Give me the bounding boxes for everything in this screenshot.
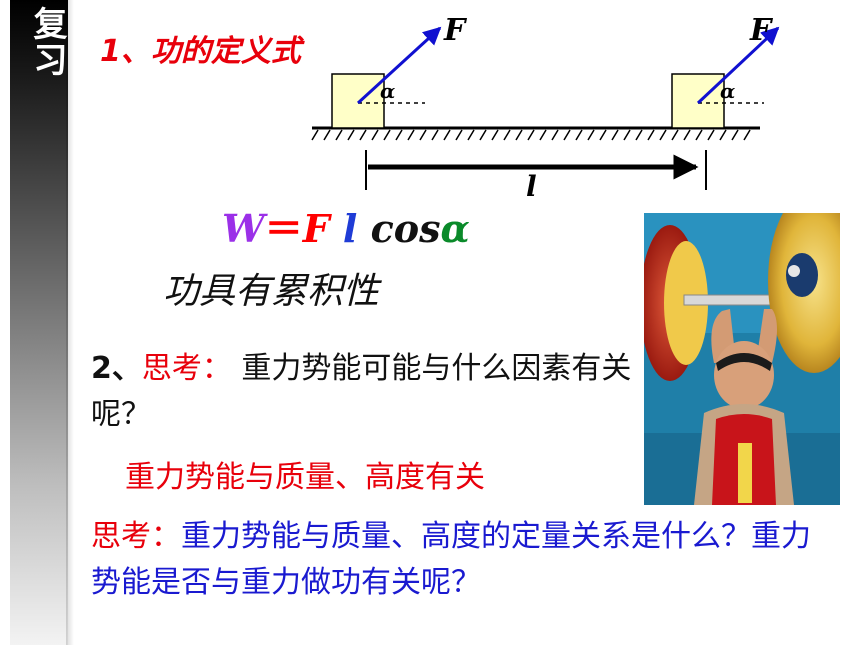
ground-hatching <box>311 129 751 141</box>
work-formula: W＝F l cosα <box>222 198 470 253</box>
formula-alpha: α <box>440 206 470 251</box>
formula-cos: cos <box>370 206 441 251</box>
sidebar-label: 复习 <box>27 6 67 78</box>
question2-prefix: 2、 <box>91 351 142 386</box>
question3: 思考：重力势能与质量、高度的定量关系是什么？重力势能是否与重力做功有关呢？ <box>91 514 831 606</box>
left-angle-label: α <box>380 79 395 103</box>
displacement-label: l <box>526 170 537 200</box>
section1-title: 1、功的定义式 <box>100 34 301 69</box>
question2-text: 重力势能可能与什么因素有关呢？ <box>91 351 632 432</box>
right-angle-label: α <box>720 79 735 103</box>
question2: 2、思考： 重力势能可能与什么因素有关呢？ <box>91 346 651 438</box>
question2-think: 思考： <box>141 351 232 386</box>
left-force-arrow <box>356 26 442 105</box>
formula-l: l <box>342 206 358 251</box>
formula-f: F <box>302 206 330 251</box>
question3-think: 思考： <box>91 519 181 554</box>
work-diagram: F α F α l <box>311 13 780 200</box>
formula-w: W <box>222 206 265 251</box>
sidebar-bar <box>10 0 68 645</box>
right-force-label: F <box>749 13 774 48</box>
left-force-label: F <box>443 13 468 48</box>
right-force-arrow <box>696 26 780 105</box>
right-block <box>671 73 725 129</box>
sidebar-shadow <box>66 0 74 645</box>
accumulative-property: 功具有累积性 <box>163 271 380 312</box>
question3-text: 重力势能与质量、高度的定量关系是什么？重力势能是否与重力做功有关呢？ <box>91 519 811 600</box>
answer2: 重力势能与质量、高度有关 <box>125 460 485 495</box>
formula-equals: ＝ <box>264 206 303 251</box>
weightlifter-photo <box>644 213 840 505</box>
